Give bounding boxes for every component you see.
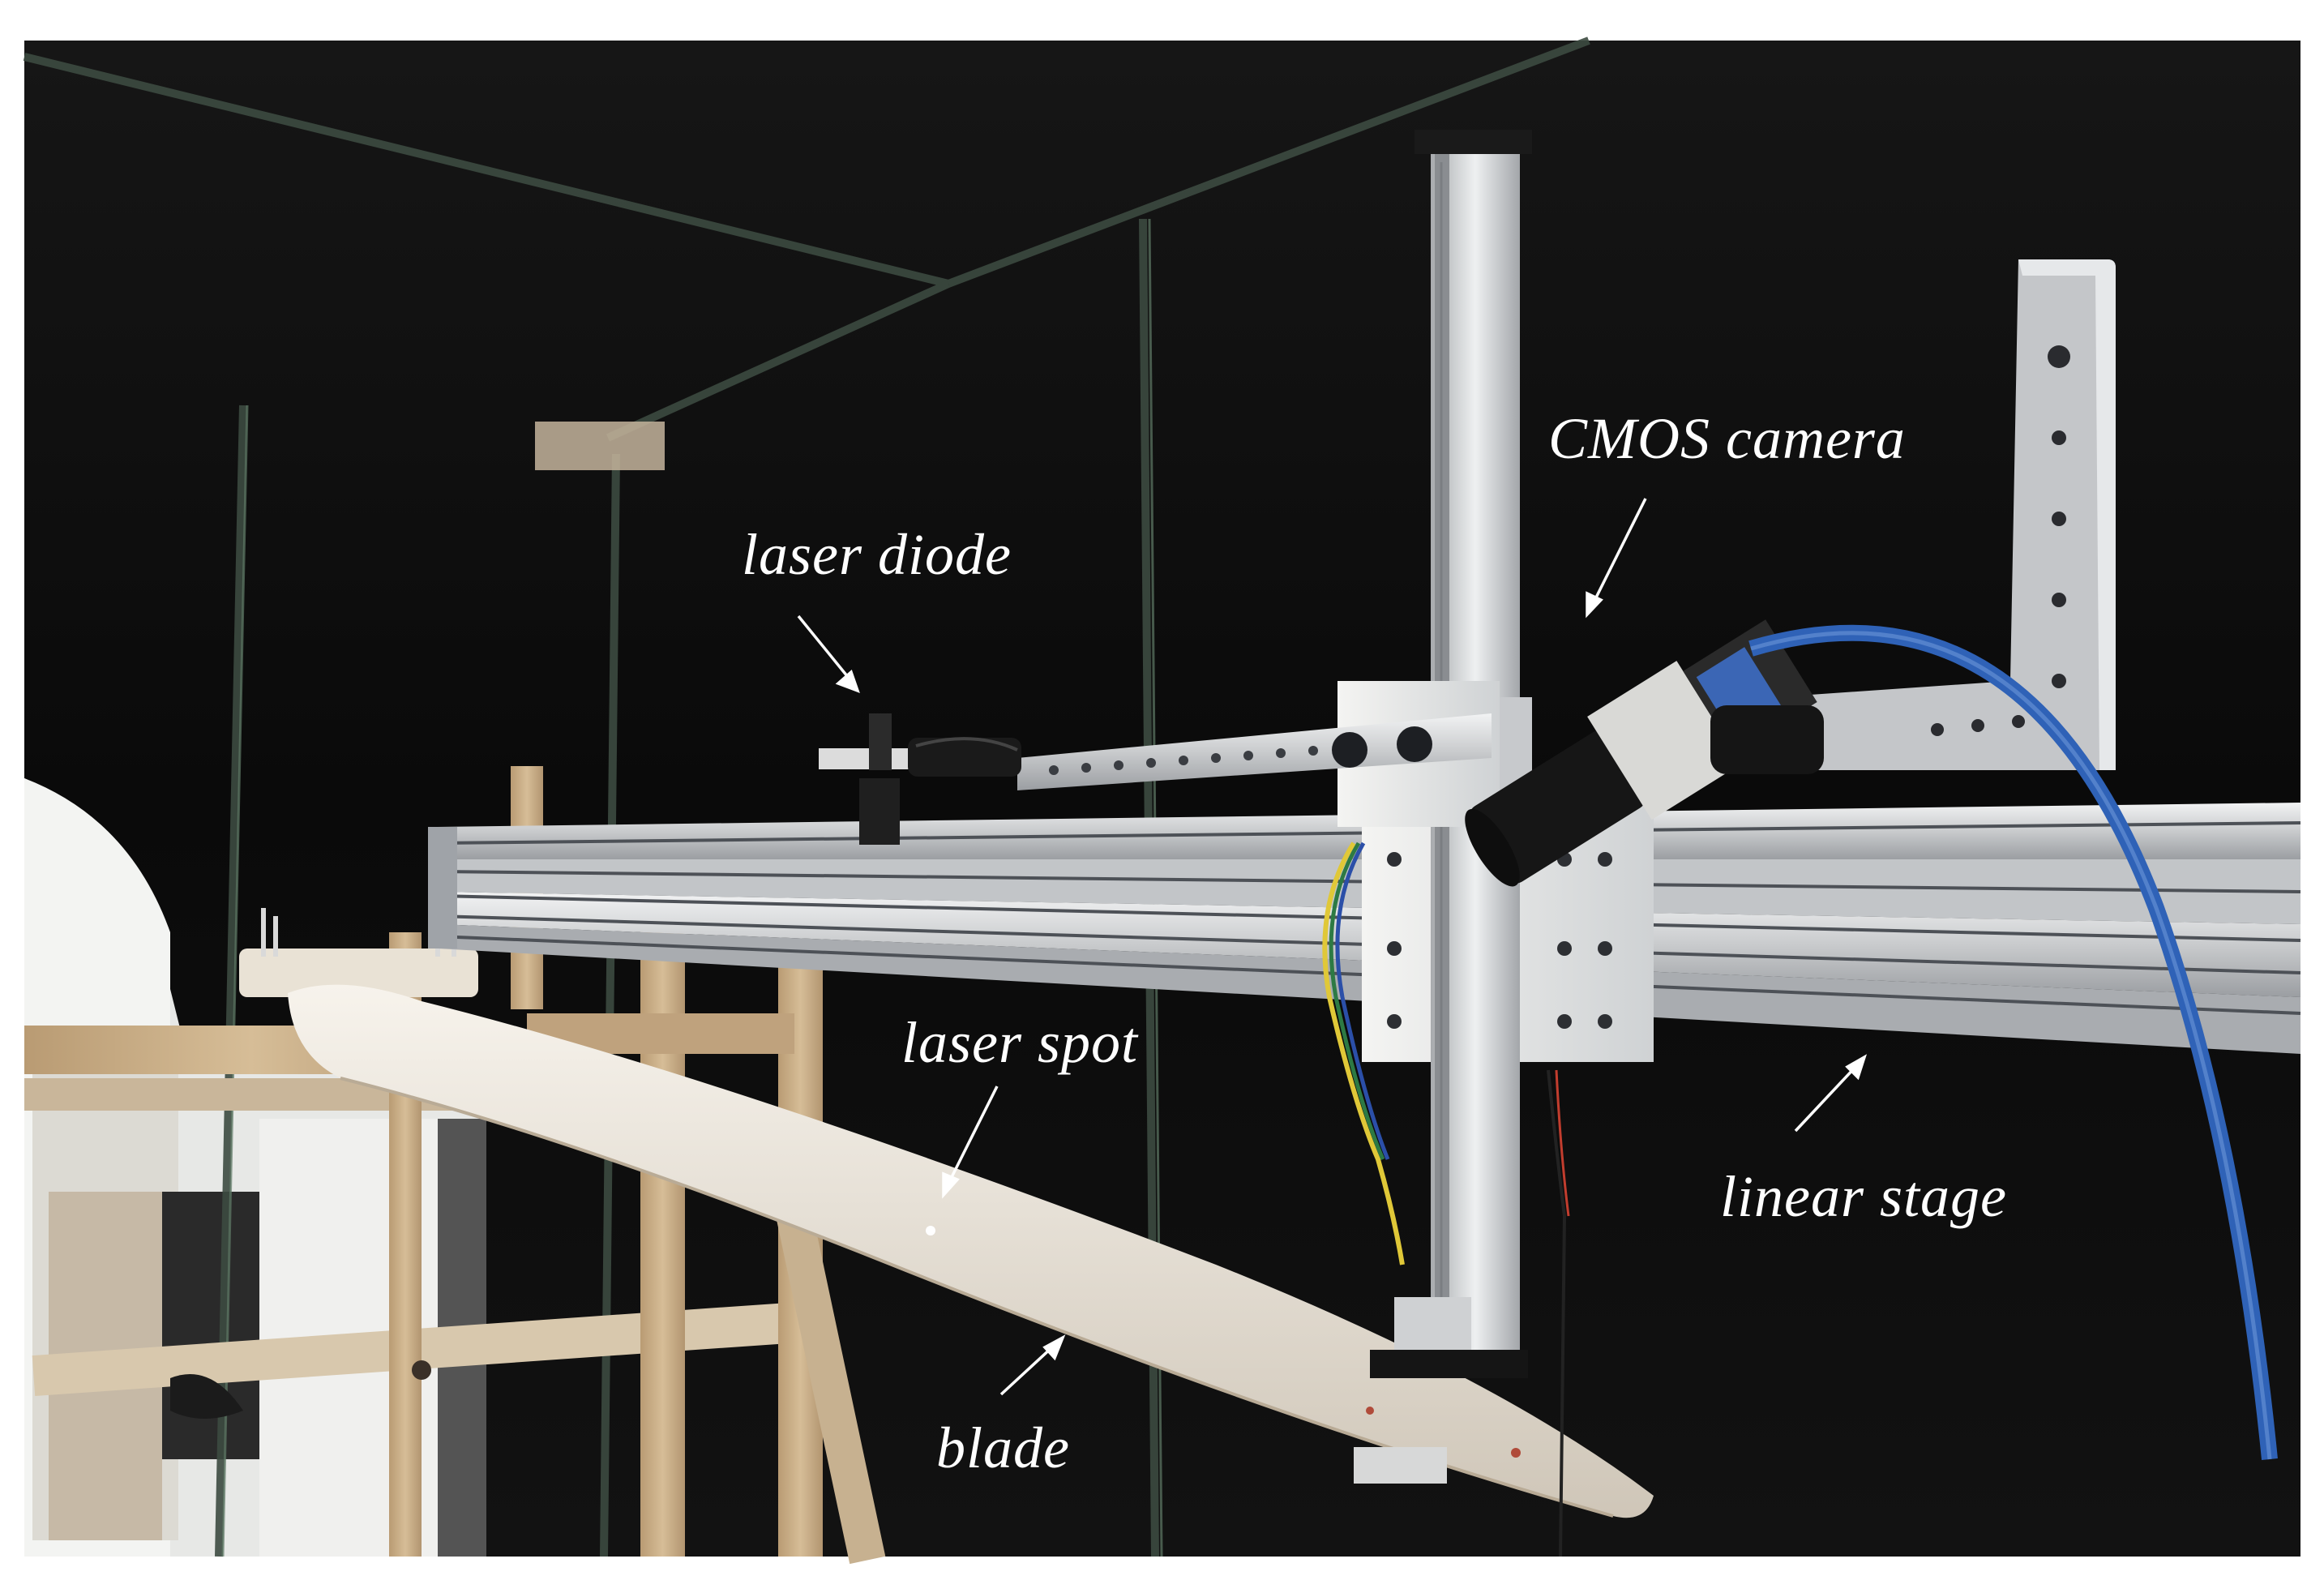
linear-stage-label: linear stage (1720, 1164, 2007, 1229)
cmos-camera-label: CMOS camera (1548, 406, 1906, 471)
laser-spot-label: laser spot (901, 1010, 1139, 1075)
photo-area (23, 36, 2301, 1565)
blade-label: blade (936, 1415, 1070, 1480)
blade-shape (288, 984, 1654, 1518)
laser-diode-label: laser diode (742, 522, 1012, 587)
